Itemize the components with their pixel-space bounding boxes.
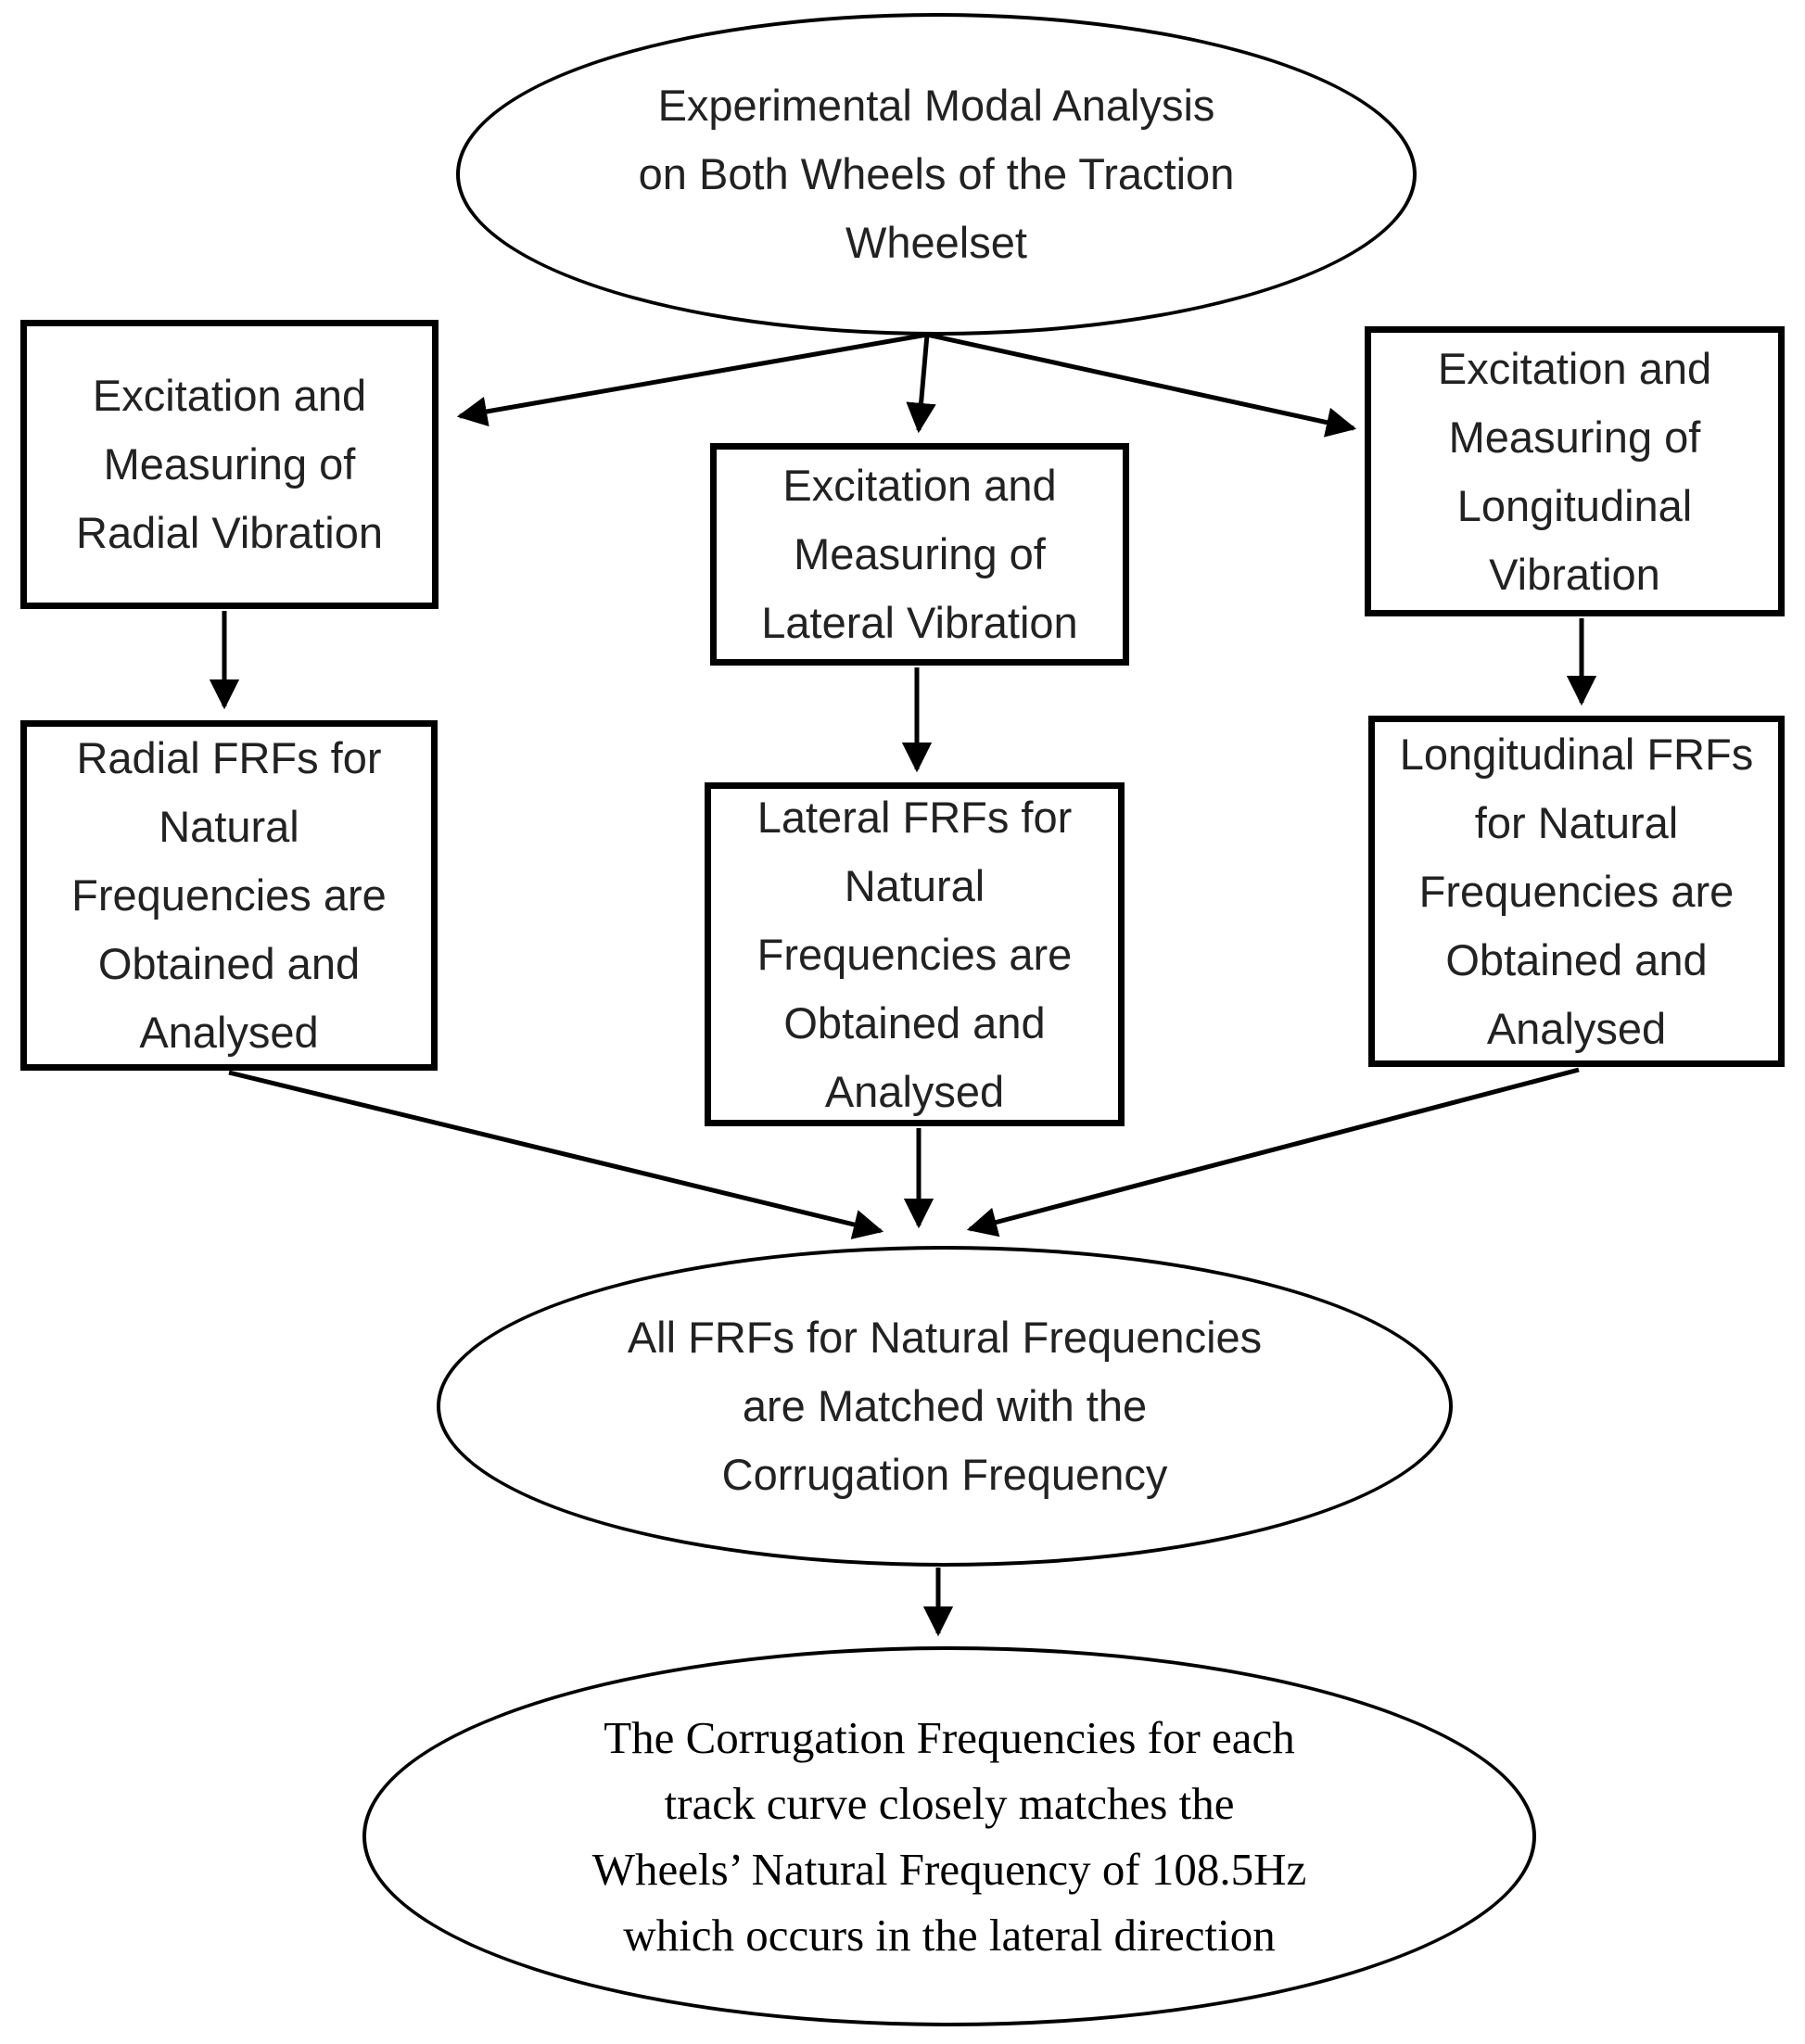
node-excitation-lateral: Excitation and Measuring of Lateral Vibr… bbox=[710, 443, 1129, 666]
node-excitation-longitudinal-label: Excitation and Measuring of Longitudinal… bbox=[1437, 343, 1712, 599]
arrow-frf-longitudinal-to-match bbox=[966, 1067, 1580, 1238]
node-frf-matching-label: All FRFs for Natural Frequencies are Mat… bbox=[627, 1313, 1263, 1499]
node-excitation-lateral-label: Excitation and Measuring of Lateral Vibr… bbox=[761, 461, 1078, 647]
node-frf-lateral-label: Lateral FRFs for Natural Frequencies are… bbox=[756, 792, 1073, 1116]
node-frf-radial: Radial FRFs for Natural Frequencies are … bbox=[20, 720, 438, 1071]
node-frf-longitudinal-label: Longitudinal FRFs for Natural Frequencie… bbox=[1399, 729, 1754, 1053]
node-conclusion: The Corrugation Frequencies for each tra… bbox=[362, 1646, 1536, 2026]
node-frf-radial-label: Radial FRFs for Natural Frequencies are … bbox=[71, 733, 387, 1057]
node-excitation-radial: Excitation and Measuring of Radial Vibra… bbox=[20, 320, 439, 609]
node-frf-matching: All FRFs for Natural Frequencies are Mat… bbox=[437, 1246, 1453, 1567]
node-excitation-radial-label: Excitation and Measuring of Radial Vibra… bbox=[76, 371, 383, 557]
arrow-frf-radial-to-match bbox=[228, 1070, 884, 1239]
node-excitation-longitudinal: Excitation and Measuring of Longitudinal… bbox=[1365, 326, 1785, 616]
node-frf-lateral: Lateral FRFs for Natural Frequencies are… bbox=[705, 782, 1125, 1126]
arrow-top-to-longitudinal bbox=[926, 332, 1357, 438]
node-experimental-modal-analysis-label: Experimental Modal Analysis on Both Whee… bbox=[638, 81, 1235, 267]
node-frf-longitudinal: Longitudinal FRFs for Natural Frequencie… bbox=[1368, 716, 1785, 1067]
node-experimental-modal-analysis: Experimental Modal Analysis on Both Whee… bbox=[456, 13, 1417, 336]
node-conclusion-label: The Corrugation Frequencies for each tra… bbox=[591, 1712, 1307, 1961]
arrow-top-to-lateral bbox=[906, 334, 936, 434]
arrow-top-to-radial bbox=[456, 332, 928, 426]
